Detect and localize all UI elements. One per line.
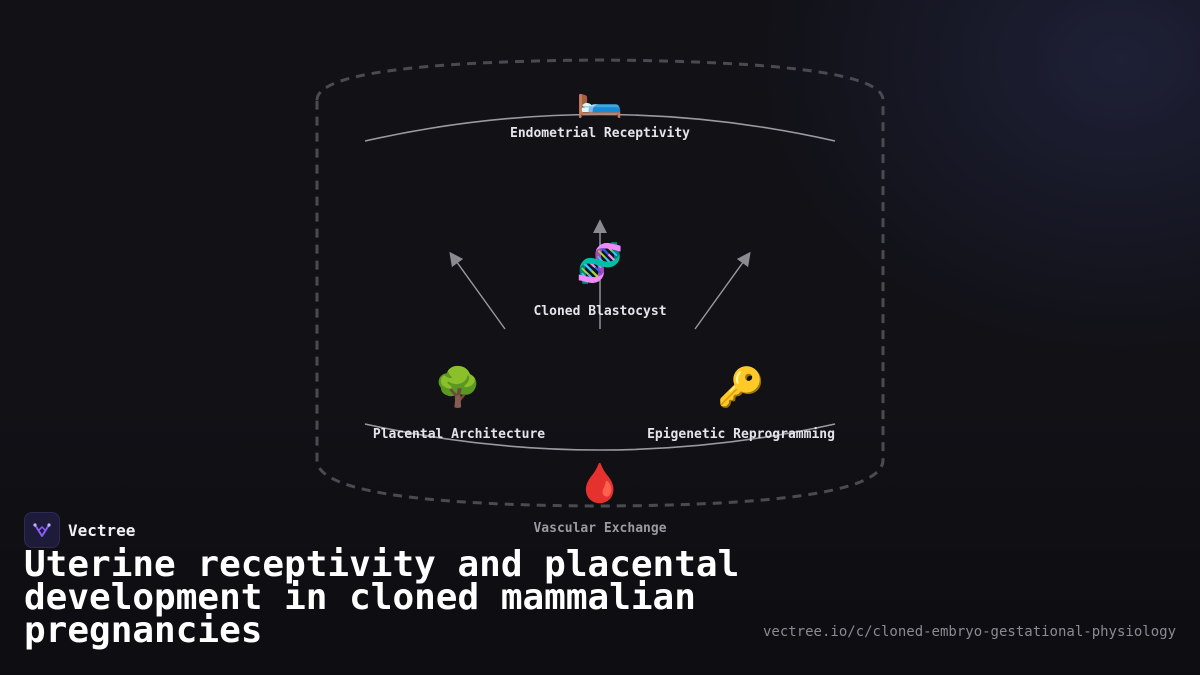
dashed-boundary <box>315 58 885 508</box>
node-label-vascular-exchange: Vascular Exchange <box>533 521 667 536</box>
blood-drop-icon: 🩸 <box>576 461 624 505</box>
arrow-to-upper-left <box>449 251 506 330</box>
source-url: vectree.io/c/cloned-embryo-gestational-p… <box>762 624 1176 640</box>
node-label-placental-architecture: Placental Architecture <box>372 427 546 442</box>
key-icon: 🔑 <box>717 365 765 409</box>
tree-icon: 🌳 <box>434 365 482 409</box>
dna-icon: 🧬 <box>576 241 624 285</box>
brand-name: Vectree <box>68 520 136 540</box>
vectree-logo-icon <box>24 512 60 548</box>
node-label-cloned-blastocyst: Cloned Blastocyst <box>533 304 667 319</box>
arrow-to-upper-right <box>694 251 751 330</box>
bed-icon: 🛏️ <box>576 75 624 119</box>
top-arc <box>364 113 836 142</box>
node-label-epigenetic-reprogramming: Epigenetic Reprogramming <box>647 427 835 442</box>
page-title: Uterine receptivity and placental develo… <box>24 544 740 651</box>
node-label-endometrial-receptivity: Endometrial Receptivity <box>509 126 691 141</box>
bottom-arc <box>364 423 836 451</box>
brand: Vectree <box>24 512 135 548</box>
logo-mark <box>33 523 51 537</box>
